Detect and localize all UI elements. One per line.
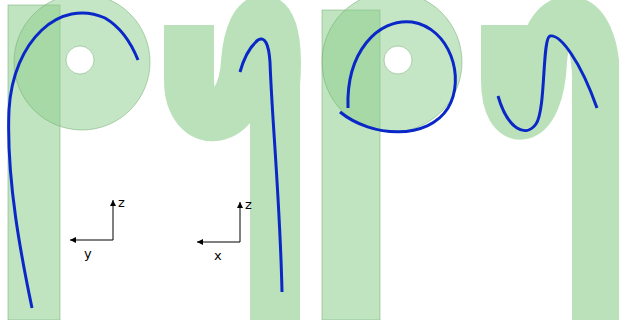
wire xyxy=(9,13,138,308)
pipe xyxy=(505,20,596,320)
axis-label: z xyxy=(118,196,125,209)
axis-arrow xyxy=(70,240,113,241)
panel-xz xyxy=(189,20,282,320)
axis-label: y xyxy=(84,247,92,260)
axis-label: x xyxy=(214,249,222,262)
panel-xz-2 xyxy=(498,20,597,320)
axis-arrow xyxy=(197,242,240,243)
axis-arrow xyxy=(113,200,114,240)
coil-loop xyxy=(14,0,150,130)
wire xyxy=(340,22,455,132)
axis-label: z xyxy=(245,198,252,211)
panel-yz-2 xyxy=(322,0,462,320)
panel-yz xyxy=(8,0,150,320)
wire xyxy=(498,36,597,131)
pipe xyxy=(189,20,276,320)
wire xyxy=(240,39,282,292)
axis-arrow xyxy=(240,202,241,242)
coil-loop xyxy=(322,0,462,132)
